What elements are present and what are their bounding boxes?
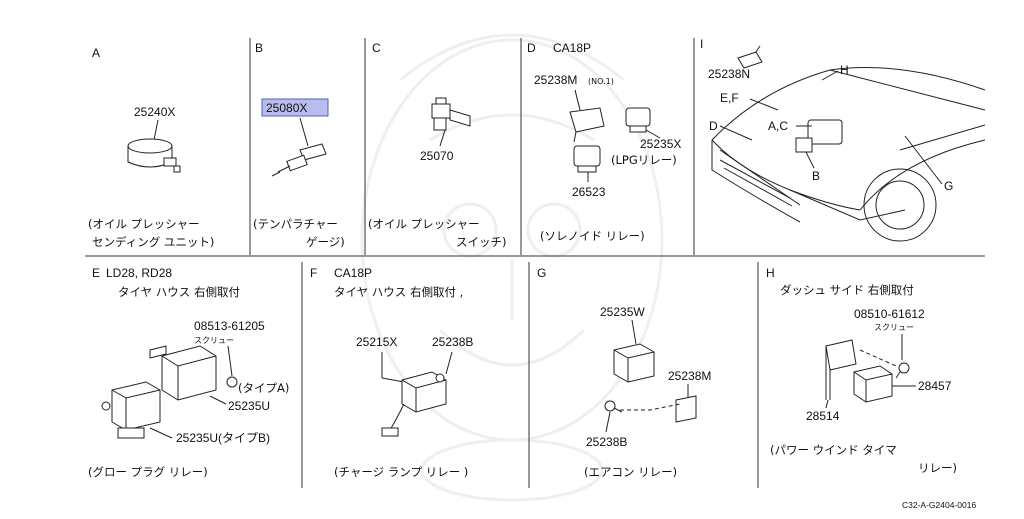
car-front-illustration [711,67,986,242]
panel-letter: C [372,41,381,55]
panel-g: G 25235W 25238M 25238B (エアコン リレー) [537,266,711,479]
part-description: (テンパラチャー [253,217,338,231]
car-callout-label: E,F [720,91,739,105]
panel-letter: B [255,41,263,55]
panel-letter: H [766,266,775,280]
part-number: 08513-61205 [194,319,265,333]
part-number: 25235X [640,137,681,151]
panel-header: LD28, RD28 [106,266,172,280]
panel-h: H ダッシュ サイド 右側取付 08510-61612 スクリュー 28457 … [766,266,957,475]
screw-icon [895,362,910,379]
lpg-relay-icon [625,107,651,133]
part-number-highlighted[interactable]: 25080X [266,101,307,115]
part-description: リレー) [918,461,957,475]
part-number: 25238B [586,435,627,449]
part-number: 25238M [534,73,577,87]
part-number: 25240X [134,105,175,119]
charge-lamp-relay-icon [381,371,447,437]
part-description: (オイル プレッシャー [88,217,200,231]
panel-letter: F [310,266,317,280]
part-number: 26523 [572,185,606,199]
power-window-timer-relay-icon [853,365,893,403]
watermark-emblem [360,33,664,502]
relay-bracket-icon [675,395,697,423]
car-callout-label: D [709,119,718,133]
panel-f: F CA18P タイヤ ハウス 右側取付 , 25215X 25238B (チャ… [310,266,473,479]
part-description: ゲージ) [306,235,345,249]
part-number: 25238M [668,369,711,383]
part-description: (ソレノイド リレー) [540,229,645,243]
panel-e: E LD28, RD28 タイヤ ハウス 右側取付 08513-61205 スク… [88,266,289,479]
panel-grid [85,38,985,488]
part-note: (タイプA) [238,381,289,395]
panel-subheader: タイヤ ハウス 右側取付 [118,285,240,299]
part-number: 25235W [600,305,645,319]
part-description: (エアコン リレー) [584,465,677,479]
part-description: スイッチ) [456,235,507,249]
car-callout-label: H [840,63,849,77]
panel-c: C 25070 (オイル プレッシャー スイッチ) [368,41,507,249]
part-number: 25238B [432,335,473,349]
panel-letter: G [537,266,546,280]
panel-letter: E [92,266,100,280]
oil-pressure-switch-icon [431,97,471,131]
panel-letter: A [92,46,100,60]
panel-subheader: ダッシュ サイド 右側取付 [780,283,914,297]
part-number: 28457 [918,379,952,393]
diagram-code: C32-A-G2404-0016 [902,500,976,510]
part-note: (LPGリレー) [611,153,677,167]
power-window-timer-bracket-icon [825,339,857,400]
relay-bracket-icon [569,107,605,143]
part-description: (パワー ウインド タイマ [770,443,897,457]
car-callout-label: G [944,179,953,193]
panel-letter: D [527,41,536,55]
panel-letter: I [700,37,703,51]
panel-subheader: タイヤ ハウス 右側取付 , [334,285,463,299]
glow-plug-relay-type-b-icon [101,381,161,439]
bracket-icon [737,45,763,69]
screw-icon [226,376,238,388]
car-callout-label: B [812,169,820,183]
part-number: 25215X [356,335,397,349]
panel-d: D CA18P 25238M (NO.1) 25235X (LPGリレー) 26… [527,41,681,243]
part-description: センディング ユニット) [92,235,214,249]
highlighted-part-box [261,98,329,117]
solenoid-relay-icon [573,145,601,173]
part-number: 25235U(タイプB) [176,431,270,445]
air-conditioner-relay-icon [613,343,655,383]
part-description: (オイル プレッシャー [368,217,480,231]
panel-i: I 25238N H E,F D A,C B [700,37,986,242]
bolt-icon [604,400,623,413]
part-number: 28514 [806,409,840,423]
part-note: スクリュー [874,323,914,332]
part-number: 08510-61612 [854,307,925,321]
part-number: 25238N [708,67,750,81]
panel-header: CA18P [334,266,372,280]
part-number: 25070 [420,149,454,163]
glow-plug-relay-type-a-icon [149,345,217,401]
panel-b: B 25080X (テンパラチャー ゲージ) [253,41,345,249]
temperature-gauge-sensor-icon [271,143,327,177]
part-note: スクリュー [194,336,234,345]
panel-a: A 25240X (オイル プレッシャー センディング ユニット) [88,46,214,249]
part-description: (グロー プラグ リレー) [88,465,208,479]
car-callout-label: A,C [768,119,788,133]
part-description: (チャージ ランプ リレー ) [334,465,468,479]
oil-pressure-sending-unit-icon [127,138,181,173]
panel-header: CA18P [553,41,591,55]
part-number: 25235U [228,399,270,413]
part-note: (NO.1) [588,77,614,86]
